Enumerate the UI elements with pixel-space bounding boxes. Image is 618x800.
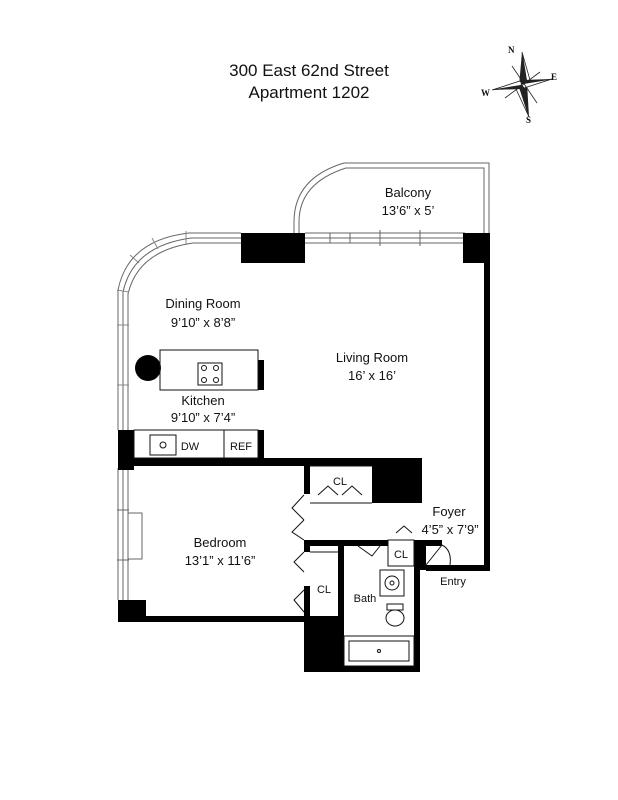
structural-walls	[118, 233, 490, 672]
bedroom-closet	[293, 551, 338, 613]
address-title: 300 East 62nd Street	[229, 61, 389, 80]
compass-west-label: W	[481, 88, 490, 98]
entry-label: Entry	[440, 576, 466, 588]
apartment-title: Apartment 1202	[248, 83, 370, 102]
bedroom-closet-label: CL	[317, 584, 331, 596]
refrigerator-label: REF	[230, 441, 252, 453]
bedroom-dims: 13’1” x 11’6”	[185, 553, 256, 568]
kitchen-name: Kitchen	[181, 393, 224, 408]
foyer-dims: 4’5” x 7’9”	[421, 522, 478, 537]
balcony-name: Balcony	[385, 185, 432, 200]
kitchen-dims: 9’10” x 7’4”	[171, 410, 235, 425]
compass-icon	[491, 51, 553, 118]
living-name: Living Room	[336, 350, 408, 365]
bedroom-name: Bedroom	[194, 535, 247, 550]
living-dims: 16’ x 16’	[348, 368, 396, 383]
balcony-dims: 13’6” x 5’	[382, 203, 435, 218]
upper-closet-label: CL	[333, 476, 347, 488]
foyer-name: Foyer	[432, 504, 466, 519]
balcony-sliding-door	[305, 230, 465, 246]
kitchen-counter	[133, 429, 259, 459]
compass-south-label: S	[526, 115, 531, 125]
compass-east-label: E	[551, 72, 557, 82]
bathroom-fixtures	[343, 545, 415, 667]
kitchen-island	[159, 349, 259, 391]
foyer-closet-label: CL	[394, 549, 408, 561]
entry-door	[425, 544, 451, 566]
window-mullions	[116, 231, 187, 386]
compass-north-label: N	[508, 45, 515, 55]
dining-name: Dining Room	[165, 296, 240, 311]
upper-closet	[310, 465, 372, 504]
balcony-railing	[293, 162, 490, 233]
bedroom-window-wall	[117, 468, 143, 600]
bath-name: Bath	[354, 593, 377, 605]
dining-dims: 9’10” x 8’8”	[171, 315, 235, 330]
foyer-closet	[387, 525, 415, 567]
dishwasher-label: DW	[181, 441, 200, 453]
bedroom-door	[291, 494, 305, 541]
curved-window-wall	[117, 232, 241, 430]
